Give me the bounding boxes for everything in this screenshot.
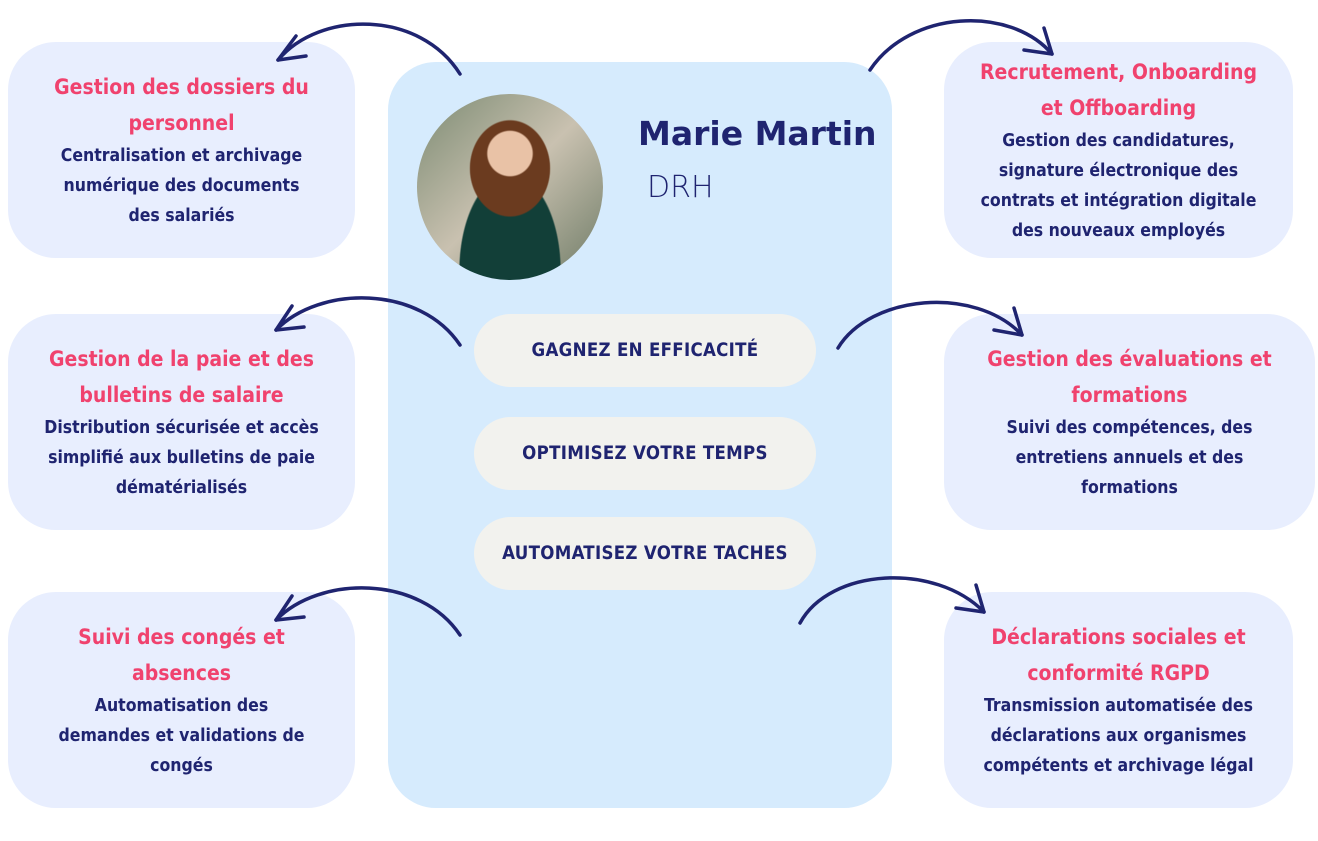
box-desc: compétents et archivage légal <box>983 756 1254 776</box>
box-title: formations <box>1071 383 1188 407</box>
arrow-icon <box>274 296 462 347</box>
box-evaluations: Gestion des évaluations et formations Su… <box>944 314 1315 530</box>
box-desc: Suivi des compétences, des <box>1006 418 1253 438</box>
box-desc: Transmission automatisée des <box>984 696 1253 716</box>
box-title: absences <box>131 661 232 685</box>
pill-efficacite: GAGNEZ EN EFFICACITÉ <box>474 314 816 387</box>
box-desc: contrats et intégration digitale <box>980 191 1257 211</box>
box-desc: demandes et validations de <box>58 726 305 746</box>
box-desc: Gestion des candidatures, <box>1002 131 1235 151</box>
box-desc: congés <box>150 756 213 776</box>
box-desc: Centralisation et archivage <box>60 146 303 166</box>
box-desc: dématérialisés <box>115 478 248 498</box>
box-desc: Distribution sécurisée et accès <box>44 418 319 438</box>
box-declarations: Déclarations sociales et conformité RGPD… <box>944 592 1293 808</box>
arrow-icon <box>868 19 1054 72</box>
box-title: Recrutement, Onboarding <box>980 60 1257 84</box>
box-conges: Suivi des congés et absences Automatisat… <box>8 592 355 808</box>
box-desc: Automatisation des <box>94 696 269 716</box>
box-title: bulletins de salaire <box>79 383 284 407</box>
box-title: conformité RGPD <box>1027 661 1210 685</box>
profile-photo <box>417 94 603 280</box>
box-desc: des salariés <box>128 206 235 226</box>
box-desc: signature électronique des <box>998 161 1239 181</box>
arrow-icon <box>276 22 462 76</box>
box-title: Gestion des dossiers du <box>54 75 309 99</box>
box-desc: formations <box>1081 478 1178 498</box>
pill-taches: AUTOMATISEZ VOTRE TACHES <box>474 517 816 590</box>
arrow-icon <box>836 300 1024 350</box>
box-title: Déclarations sociales et <box>991 625 1246 649</box>
box-desc: entretiens annuels et des <box>1015 448 1244 468</box>
box-recrutement: Recrutement, Onboarding et Offboarding G… <box>944 42 1293 258</box>
box-desc: déclarations aux organismes <box>990 726 1247 746</box>
box-title: Gestion de la paie et des <box>49 347 314 371</box>
box-title: personnel <box>128 111 235 135</box>
box-title: et Offboarding <box>1040 96 1197 120</box>
box-desc: simplifié aux bulletins de paie <box>48 448 315 468</box>
arrow-icon <box>274 586 462 637</box>
box-title: Suivi des congés et <box>78 625 285 649</box>
pill-temps: OPTIMISEZ VOTRE TEMPS <box>474 417 816 490</box>
box-paie: Gestion de la paie et des bulletins de s… <box>8 314 355 530</box>
profile-name: Marie Martin <box>638 114 877 153</box>
profile-role: DRH <box>647 170 714 205</box>
box-desc: des nouveaux employés <box>1011 221 1226 241</box>
arrow-icon <box>798 576 986 625</box>
box-title: Gestion des évaluations et <box>987 347 1272 371</box>
box-dossiers-personnel: Gestion des dossiers du personnel Centra… <box>8 42 355 258</box>
box-desc: numérique des documents <box>63 176 300 196</box>
